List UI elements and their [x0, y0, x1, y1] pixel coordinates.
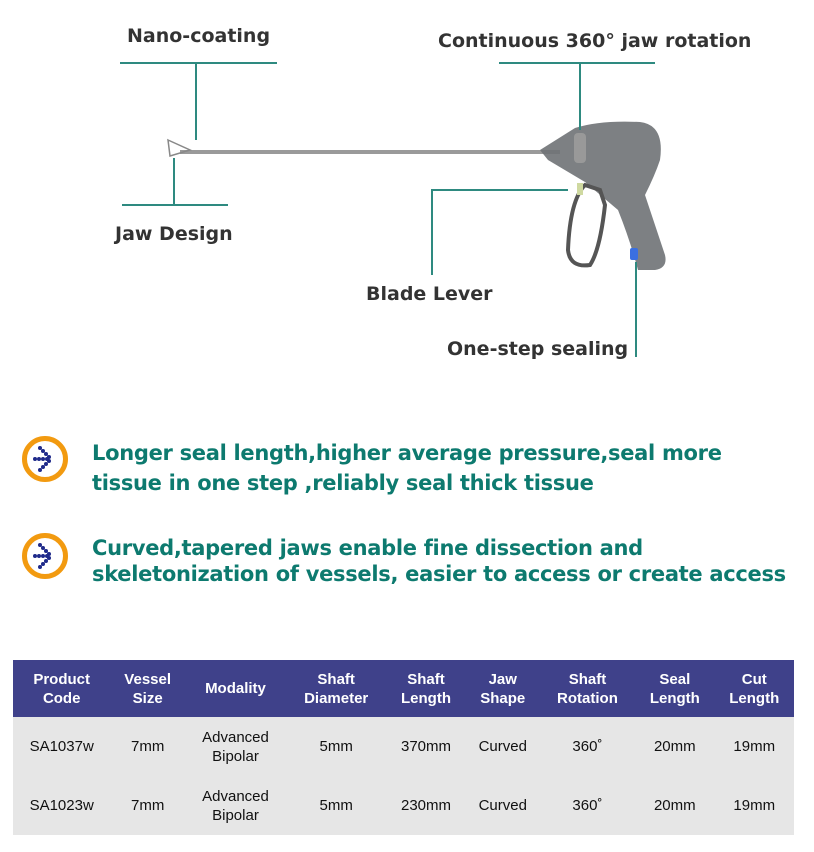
dotted-arrow-icon	[22, 436, 68, 482]
device-illustration	[167, 121, 666, 270]
header-text: Diameter	[304, 689, 369, 707]
table-cell: 230mm	[386, 776, 466, 835]
table-cell: 370mm	[386, 717, 466, 776]
table-cell: 19mm	[714, 717, 794, 776]
table-cell: 5mm	[286, 776, 387, 835]
table-cell: 7mm	[110, 776, 185, 835]
label-jaw-rotation: Continuous 360° jaw rotation	[438, 30, 752, 52]
feature-item: Longer seal length,higher average pressu…	[22, 436, 722, 498]
label-nano-coating: Nano-coating	[127, 25, 271, 47]
label-one-step-sealing: One-step sealing	[447, 338, 629, 360]
header-text: Length	[401, 689, 452, 707]
label-blade-lever: Blade Lever	[366, 283, 493, 305]
header-text: Seal	[659, 670, 691, 688]
column-header: Modality	[184, 660, 287, 717]
header-text: Shaft	[317, 670, 355, 688]
cell-text: 20mm	[653, 738, 696, 755]
callout-line	[499, 62, 655, 64]
callout-line	[635, 262, 637, 357]
header-text: Shaft	[407, 670, 445, 688]
callout-line	[431, 189, 568, 191]
cell-text: 7mm	[130, 738, 165, 755]
callout-line	[431, 189, 433, 275]
cell-text: 19mm	[733, 797, 776, 814]
header-text: Size	[132, 689, 163, 707]
header-text: Code	[42, 689, 81, 707]
table-cell: 20mm	[635, 717, 715, 776]
table-cell: SA1023w	[13, 776, 111, 835]
header-text: Jaw	[488, 670, 517, 688]
header-text: Cut	[741, 670, 767, 688]
header-text: Vessel	[124, 670, 172, 688]
table-cell: Curved	[465, 776, 540, 835]
jaw-icon	[167, 138, 193, 157]
callout-line	[195, 62, 197, 140]
header-text: Length	[729, 689, 780, 707]
rotation-knob	[574, 133, 586, 163]
cell-text: 370mm	[401, 738, 452, 755]
cell-text: 5mm	[319, 738, 353, 755]
cell-text: 7mm	[130, 797, 165, 814]
table-cell: 19mm	[714, 776, 794, 835]
feature-line: Longer seal length,higher average pressu…	[92, 441, 722, 465]
header-text: Product	[33, 670, 91, 688]
label-jaw-design: Jaw Design	[115, 223, 233, 245]
feature-text: Curved,tapered jaws enable fine dissecti…	[92, 535, 786, 587]
cell-text: 360˚	[572, 738, 603, 755]
blade-lever	[577, 183, 583, 195]
cell-text: Advanced	[202, 728, 269, 746]
cell-text: 19mm	[733, 738, 776, 755]
cell-text: 20mm	[653, 797, 696, 814]
cell-text: 5mm	[319, 797, 353, 814]
feature-line: Curved,tapered jaws enable fine dissecti…	[92, 536, 643, 560]
header-text: Modality	[205, 680, 266, 697]
table-cell: 5mm	[286, 717, 387, 776]
header-text: Rotation	[557, 689, 618, 707]
dotted-arrow-icon	[22, 533, 68, 579]
feature-item: Curved,tapered jaws enable fine dissecti…	[22, 533, 786, 587]
table-cell: SA1037w	[13, 717, 111, 776]
cell-text: 230mm	[401, 797, 452, 814]
trigger	[565, 182, 608, 268]
table-cell: Curved	[465, 717, 540, 776]
cell-text: SA1037w	[29, 738, 94, 755]
table-cell: 360˚	[539, 776, 636, 835]
header-text: Shape	[480, 689, 526, 707]
cell-text: 360˚	[572, 797, 603, 814]
table-cell: 20mm	[635, 776, 715, 835]
cell-text: Bipolar	[212, 806, 259, 824]
seal-button	[630, 248, 638, 260]
table-cell: 360˚	[539, 717, 636, 776]
callout-line	[173, 158, 175, 205]
header-text: Shaft	[568, 670, 607, 688]
feature-line: tissue in one step ,reliably seal thick …	[92, 471, 594, 495]
callout-line	[120, 62, 277, 64]
cell-text: Curved	[478, 738, 527, 755]
callout-line	[122, 204, 228, 206]
table-cell: 7mm	[110, 717, 185, 776]
cell-text: Curved	[478, 797, 527, 814]
callout-line	[579, 62, 581, 130]
header-text: Length	[649, 689, 700, 707]
cell-text: Bipolar	[212, 747, 259, 765]
feature-line: skeletonization of vessels, easier to ac…	[92, 562, 786, 586]
cell-text: Advanced	[202, 787, 269, 805]
cell-text: SA1023w	[29, 797, 94, 814]
feature-text: Longer seal length,higher average pressu…	[92, 438, 722, 498]
